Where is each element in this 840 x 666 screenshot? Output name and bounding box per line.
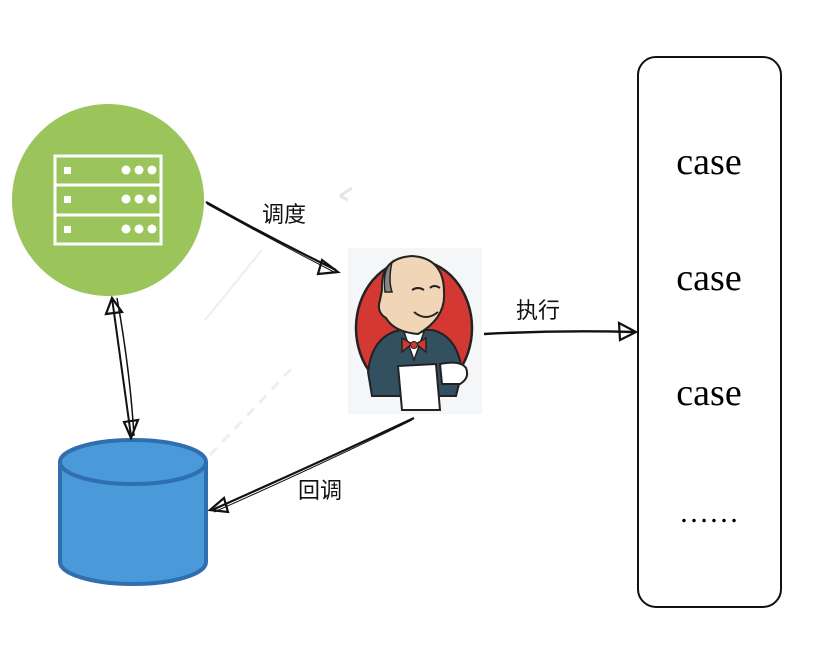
- callback-line: [211, 417, 415, 512]
- execute-line: [483, 330, 635, 336]
- case-ellipsis: ……: [679, 496, 739, 529]
- execute-arrowhead-icon: [617, 321, 639, 342]
- sync-arrowhead-up-icon: [104, 295, 124, 316]
- case-item: case: [676, 257, 741, 299]
- jenkins-logo-icon: [354, 254, 474, 411]
- callback-label: 回调: [298, 479, 342, 504]
- ghost-line: [204, 249, 263, 321]
- dispatch-label: 调度: [262, 203, 306, 228]
- sync-arrowhead-down-icon: [122, 418, 140, 441]
- ghost-arrowhead: [339, 186, 353, 202]
- case-item: case: [676, 372, 741, 414]
- database-top: [58, 438, 208, 486]
- execute-label: 执行: [516, 299, 560, 324]
- server-lights: [64, 165, 157, 234]
- database-node[interactable]: [58, 438, 208, 586]
- callback-arrowhead-icon: [207, 496, 230, 514]
- edge-sync: [104, 295, 140, 441]
- edge-callback: 回调: [207, 417, 415, 514]
- dispatch-arrowhead-icon: [316, 258, 341, 276]
- case-item: case: [676, 141, 741, 183]
- database-body: [58, 462, 208, 586]
- edge-dispatch: 调度: [205, 201, 341, 276]
- ghost-dashed-line: [208, 366, 294, 457]
- server-circle: [12, 104, 204, 296]
- case-list-box[interactable]: case case case ……: [637, 56, 782, 608]
- edge-execute: 执行: [483, 299, 639, 342]
- server-icon: [53, 154, 163, 246]
- jenkins-node[interactable]: [348, 248, 482, 414]
- server-node[interactable]: [12, 104, 204, 296]
